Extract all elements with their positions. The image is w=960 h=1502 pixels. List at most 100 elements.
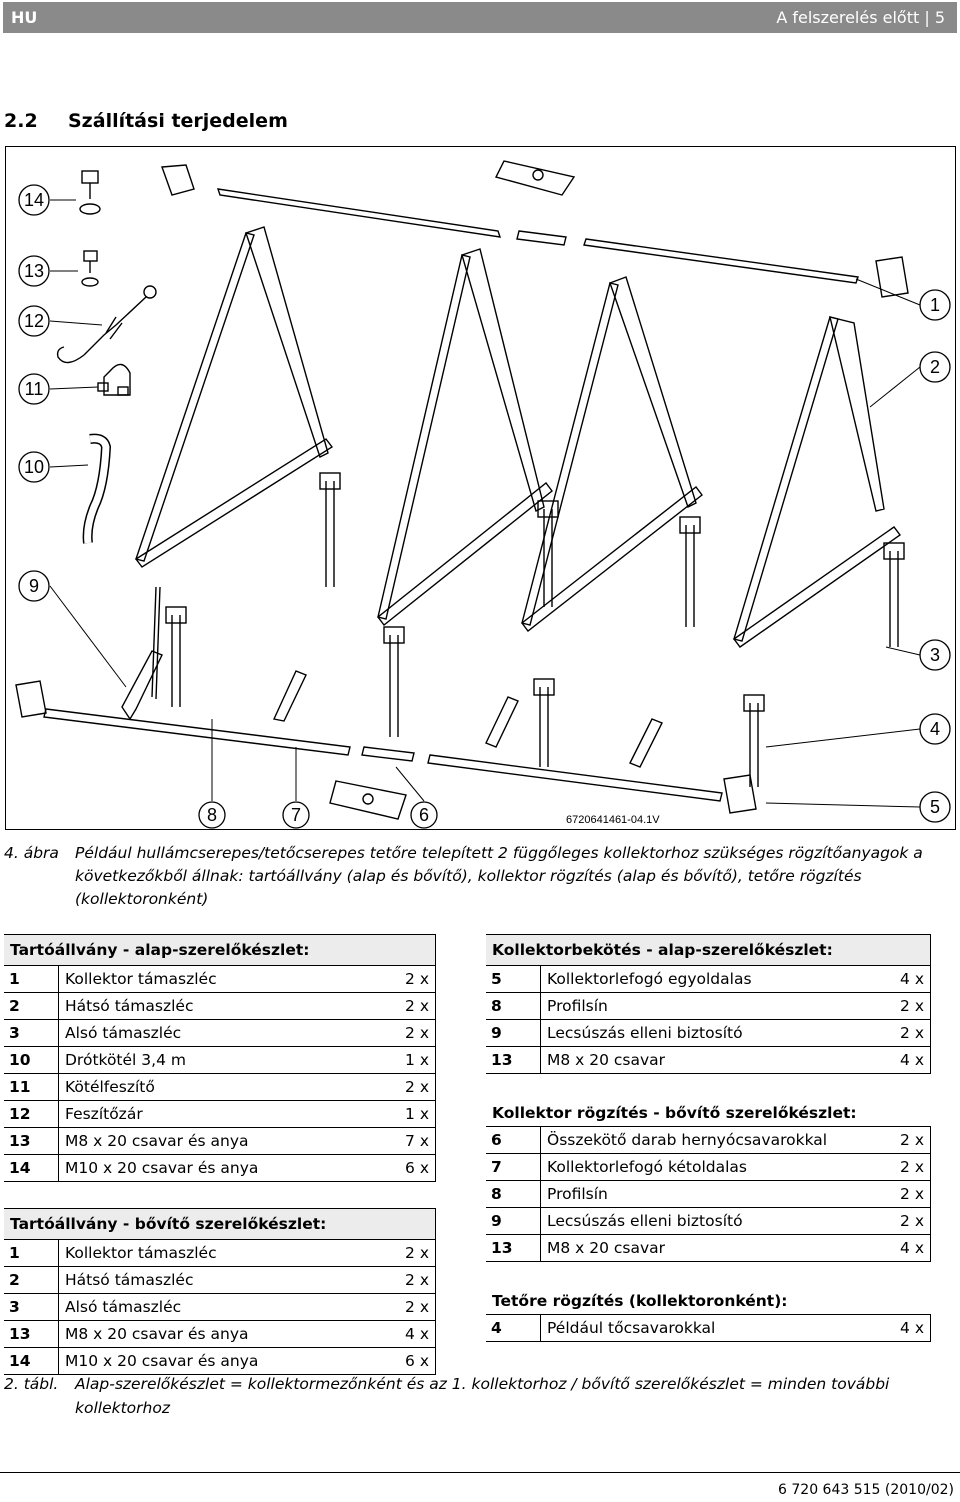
callout-13: 13	[18, 255, 50, 287]
item-quantity: 2 x	[393, 1019, 436, 1047]
item-description: Kollektor támaszléc	[58, 1239, 393, 1267]
item-description: Kollektor támaszléc	[58, 965, 393, 993]
item-description: M8 x 20 csavar és anya	[58, 1320, 393, 1348]
callout-9: 9	[18, 570, 50, 602]
figure-caption: 4. ábra Például hullámcserepes/tetőcsere…	[4, 842, 954, 911]
item-description: Összekötő darab hernyócsavarokkal	[540, 1126, 888, 1154]
callout-12: 12	[18, 305, 50, 337]
table-title: Kollektorbekötés - alap-szerelőkészlet:	[486, 934, 931, 966]
item-quantity: 1 x	[393, 1100, 436, 1128]
item-description: M8 x 20 csavar	[540, 1234, 888, 1262]
caption-label: 4. ábra	[4, 844, 59, 862]
top-rail	[216, 188, 859, 284]
note-text: Alap-szerelőkészlet = kollektormezőnként…	[75, 1375, 890, 1417]
item-quantity: 2 x	[888, 992, 931, 1020]
item-quantity: 2 x	[393, 1266, 436, 1294]
item-number: 7	[486, 1153, 541, 1181]
frame-3	[521, 276, 703, 632]
callout-3: 3	[919, 639, 951, 671]
item-description: M8 x 20 csavar	[540, 1046, 888, 1074]
item-quantity: 2 x	[888, 1019, 931, 1047]
item-description: M10 x 20 csavar és anya	[58, 1154, 393, 1182]
item-quantity: 7 x	[393, 1127, 436, 1155]
item-number: 4	[486, 1314, 541, 1342]
item-description: Alsó támaszléc	[58, 1019, 393, 1047]
item-number: 12	[4, 1100, 59, 1128]
frame-4	[733, 316, 901, 648]
item-description: Kötélfeszítő	[58, 1073, 393, 1101]
table-title: Tetőre rögzítés (kollektoronként):	[486, 1288, 931, 1315]
callout-11: 11	[18, 373, 50, 405]
callout-14: 14	[18, 184, 50, 216]
item-quantity: 6 x	[393, 1347, 436, 1375]
svg-text:11: 11	[25, 379, 44, 399]
item-description: Profilsín	[540, 1180, 888, 1208]
item-quantity: 2 x	[393, 1293, 436, 1321]
item-description: Profilsín	[540, 992, 888, 1020]
item-quantity: 4 x	[888, 965, 931, 993]
callout-8: 8	[198, 801, 226, 829]
item-description: Hátsó támaszléc	[58, 992, 393, 1020]
item-number: 5	[486, 965, 541, 993]
item-quantity: 2 x	[393, 1239, 436, 1267]
anti-slip-brackets	[121, 650, 663, 768]
svg-text:14: 14	[24, 190, 44, 210]
item-description: Drótkötél 3,4 m	[58, 1046, 393, 1074]
frame-2	[377, 248, 553, 626]
item-quantity: 2 x	[393, 1073, 436, 1101]
svg-text:8: 8	[207, 805, 217, 825]
item-number: 13	[486, 1046, 541, 1074]
svg-text:13: 13	[24, 261, 44, 281]
item-number: 6	[486, 1126, 541, 1154]
callout-5: 5	[919, 791, 951, 823]
item-number: 3	[4, 1019, 59, 1047]
item-quantity: 2 x	[393, 965, 436, 993]
item-description: Például tőcsavarokkal	[540, 1314, 888, 1342]
callout-6: 6	[410, 801, 438, 829]
bottom-right-clamp	[723, 774, 757, 814]
item-number: 8	[486, 992, 541, 1020]
figure-code: 6720641461-04.1V	[566, 814, 660, 826]
item-number: 14	[4, 1347, 59, 1375]
rope-clamp-icon	[97, 363, 131, 396]
item-quantity: 2 x	[888, 1153, 931, 1181]
item-description: Lecsúszás elleni biztosító	[540, 1019, 888, 1047]
collector-kit-table: Kollektorbekötés - alap-szerelőkészlet: …	[486, 934, 931, 1342]
item-number: 13	[486, 1234, 541, 1262]
item-description: Kollektorlefogó kétoldalas	[540, 1153, 888, 1181]
item-description: M8 x 20 csavar és anya	[58, 1127, 393, 1155]
item-description: Alsó támaszléc	[58, 1293, 393, 1321]
turnbuckle-icon	[56, 285, 157, 364]
svg-text:5: 5	[930, 797, 940, 817]
assembly-figure: 14 13 12 11 10 9 1 2 3 4 5 8 7 6 6720641…	[5, 146, 956, 830]
table-title: Kollektor rögzítés - bővítő szerelőkészl…	[486, 1100, 931, 1127]
item-number: 3	[4, 1293, 59, 1321]
item-quantity: 6 x	[393, 1154, 436, 1182]
svg-text:2: 2	[930, 357, 940, 377]
bolt-m10-icon	[79, 170, 101, 215]
section-number: 2.2	[4, 110, 38, 132]
item-number: 1	[4, 1239, 59, 1267]
svg-text:12: 12	[24, 311, 44, 331]
top-clamp	[494, 160, 576, 196]
top-left-clamp	[161, 164, 195, 196]
language-label: HU	[11, 8, 38, 27]
header-section-page: A felszerelés előtt | 5	[776, 8, 945, 27]
